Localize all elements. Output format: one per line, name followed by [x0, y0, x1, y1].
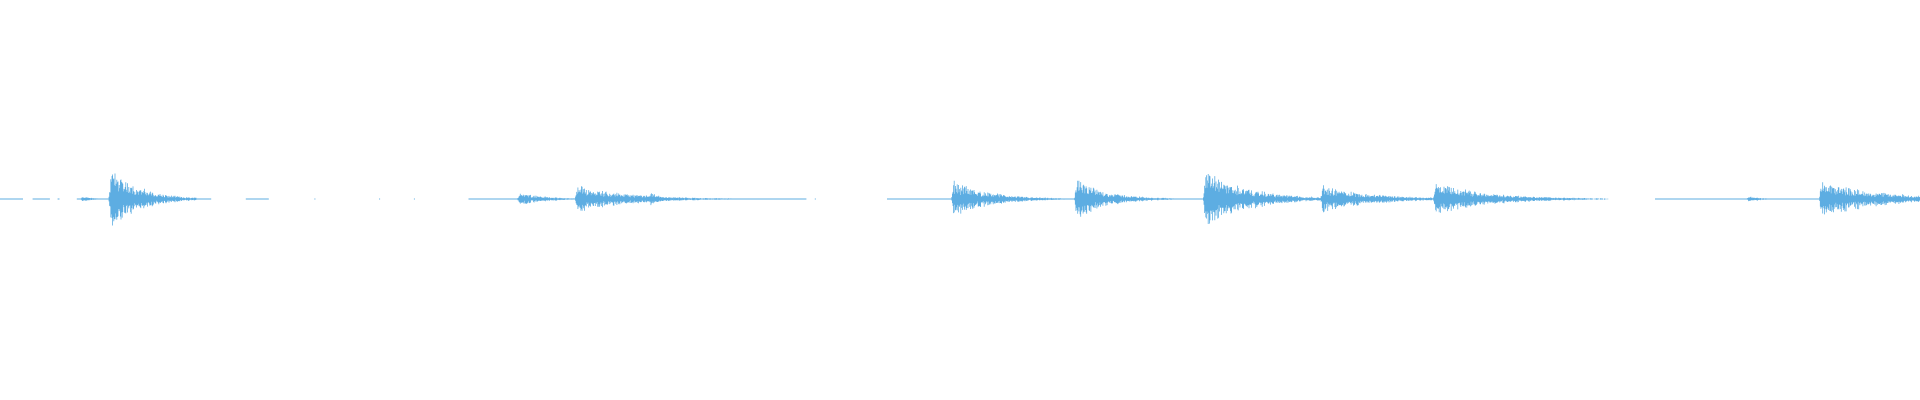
waveform-transient-path	[1074, 180, 1176, 217]
waveform-noise-dot	[814, 198, 816, 200]
waveform-transient-path	[108, 173, 198, 226]
waveform-noise-dot	[413, 198, 415, 200]
waveform-transient	[1433, 184, 1609, 213]
waveform-transients	[80, 173, 1920, 226]
waveform-transient	[951, 180, 1065, 214]
waveform-noise-dot	[314, 198, 316, 200]
waveform-transient-path	[80, 197, 98, 201]
waveform-transient-path	[1819, 182, 1920, 215]
waveform-transient-path	[517, 193, 586, 204]
waveform-transient-path	[1746, 196, 1777, 202]
waveform-transient	[648, 193, 679, 206]
waveform-transient	[1819, 182, 1920, 215]
waveform-transient	[80, 197, 98, 201]
waveform-transient-path	[648, 193, 679, 206]
waveform-transient	[1746, 196, 1777, 202]
waveform-transient	[1074, 180, 1176, 217]
waveform-transient-path	[951, 180, 1065, 214]
waveform-noise-dot	[379, 198, 381, 200]
waveform-transient-path	[1433, 184, 1609, 213]
waveform-transient	[108, 173, 198, 226]
waveform-transient	[517, 193, 586, 204]
